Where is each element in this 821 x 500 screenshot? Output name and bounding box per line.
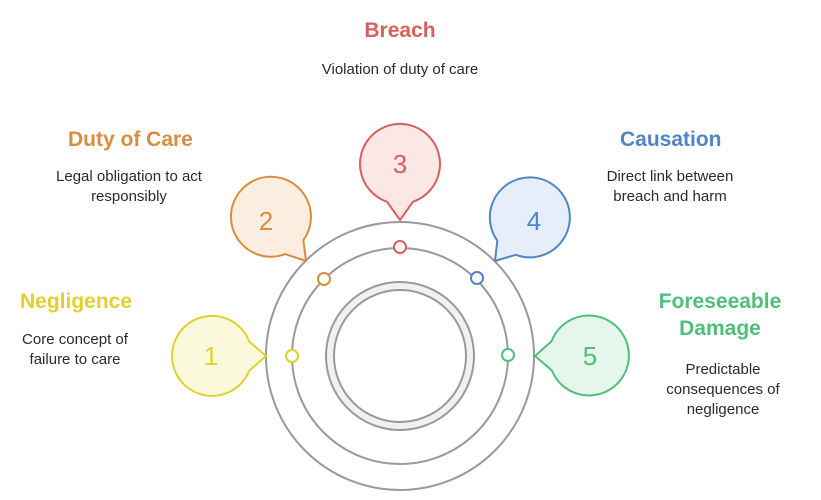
duty-of-care-description: Legal obligation to act responsibly [56, 168, 202, 205]
bubble-1-number: 1 [204, 341, 218, 371]
foreseeable-damage-title: Foreseeable Damage [658, 290, 782, 340]
bubble-2 [229, 175, 312, 262]
marker-2 [317, 272, 331, 286]
breach-description: Violation of duty of care [321, 61, 479, 78]
bubble-3-number: 3 [393, 149, 407, 179]
marker-5 [501, 348, 515, 362]
bubble-5 [534, 314, 630, 397]
bubble-4 [488, 176, 571, 262]
bubble-4-number: 4 [527, 206, 541, 236]
bubble-1 [171, 314, 267, 397]
marker-1 [285, 349, 299, 363]
center-disc [333, 289, 467, 423]
duty-of-care-title: Duty of Care [68, 128, 193, 151]
causation-description: Direct link between breach and harm [606, 168, 734, 205]
bubble-2-number: 2 [259, 206, 273, 236]
foreseeable-damage-description: Predictable consequences of negligence [666, 361, 780, 418]
breach-title: Breach [364, 19, 436, 42]
bubble-3 [359, 123, 441, 221]
causation-title: Causation [620, 128, 722, 151]
negligence-title: Negligence [20, 290, 133, 313]
marker-3 [393, 240, 407, 254]
bubble-5-number: 5 [583, 341, 597, 371]
negligence-description: Core concept of failure to care [22, 331, 128, 368]
marker-4 [470, 271, 484, 285]
